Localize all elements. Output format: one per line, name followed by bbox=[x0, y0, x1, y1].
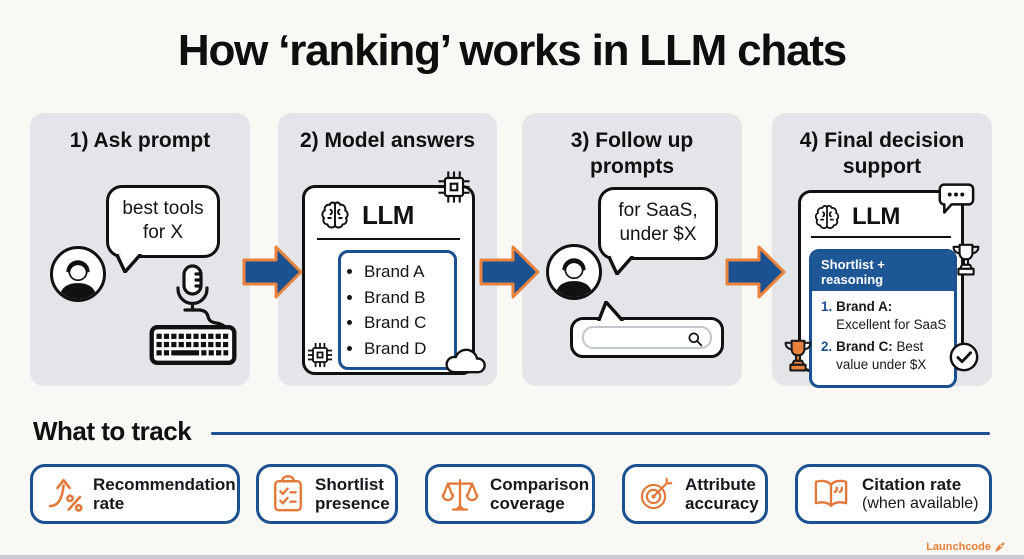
badge-label-line1: Shortlist bbox=[315, 474, 384, 494]
brand-desc: Best value under $X bbox=[836, 339, 927, 373]
panel-follow-up: 3) Follow up prompts for SaaS, under $X bbox=[522, 113, 742, 386]
brand-list: Brand A Brand B Brand C Brand D bbox=[343, 259, 450, 361]
llm-card-header: LLM bbox=[801, 193, 961, 236]
book-quote-icon bbox=[814, 479, 848, 507]
speech-bubble-tail bbox=[116, 254, 142, 273]
panel-1-heading: 1) Ask prompt bbox=[69, 129, 211, 152]
chip-icon bbox=[438, 171, 470, 203]
badge-label-line1: Comparison bbox=[490, 474, 590, 494]
shortlist-header: Shortlist + reasoning bbox=[812, 252, 954, 291]
flow-arrow-icon bbox=[479, 245, 540, 299]
shortlist-item: 1. Brand A: Excellent for SaaS bbox=[821, 298, 948, 333]
badge-label-line1: Recommendation bbox=[93, 474, 236, 494]
badge-label-line2: presence bbox=[315, 494, 390, 513]
panel-model-answers: 2) Model answers LLM Brand A Brand B Bra… bbox=[278, 113, 497, 386]
image-bottom-edge bbox=[0, 555, 1024, 559]
track-heading: What to track bbox=[33, 416, 192, 446]
chip-icon bbox=[307, 342, 333, 368]
llm-label: LLM bbox=[362, 199, 414, 230]
divider-line bbox=[211, 431, 990, 436]
rocket-icon bbox=[995, 542, 1005, 552]
brand-list-item: Brand A bbox=[364, 259, 450, 285]
search-input bbox=[582, 326, 712, 349]
keyboard-icon bbox=[149, 325, 237, 365]
badge-label: Attribute accuracy bbox=[685, 475, 759, 514]
brand-list-box: Brand A Brand B Brand C Brand D bbox=[338, 250, 457, 370]
badge-label: Citation rate (when available) bbox=[862, 475, 979, 513]
item-text: Brand A: Excellent for SaaS bbox=[836, 298, 948, 333]
person-avatar-icon bbox=[546, 244, 602, 300]
item-number: 2. bbox=[821, 339, 833, 355]
badge-citation-rate: Citation rate (when available) bbox=[795, 464, 992, 524]
speech-bubble: for SaaS, under $X bbox=[598, 187, 718, 260]
track-section-header: What to track bbox=[33, 416, 990, 447]
cloud-icon bbox=[445, 348, 486, 374]
brand-desc: Excellent for SaaS bbox=[836, 316, 947, 332]
brain-icon bbox=[814, 205, 840, 229]
shortlist-body: 1. Brand A: Excellent for SaaS 2. Brand … bbox=[812, 291, 954, 385]
badge-label: Recommendation rate bbox=[93, 475, 236, 514]
brand-watermark-text: Launchcode bbox=[926, 541, 991, 553]
badge-recommendation-rate: Recommendation rate bbox=[30, 464, 240, 524]
llm-label: LLM bbox=[852, 203, 900, 230]
badge-label: Shortlist presence bbox=[315, 475, 390, 514]
trend-up-rate-icon bbox=[48, 478, 83, 512]
badge-label-line2: coverage bbox=[490, 494, 565, 513]
item-text: Brand C: Best value under $X bbox=[836, 338, 948, 373]
brain-icon bbox=[321, 201, 349, 229]
brand-list-item: Brand B bbox=[364, 285, 450, 311]
speech-bubble-text: best tools for X bbox=[122, 198, 204, 244]
llm-card: LLM Shortlist + reasoning 1. Brand A: Ex… bbox=[798, 190, 964, 388]
llm-card: LLM Brand A Brand B Brand C Brand D bbox=[302, 185, 475, 375]
badge-attribute-accuracy: Attribute accuracy bbox=[622, 464, 768, 524]
shortlist-item: 2. Brand C: Best value under $X bbox=[821, 338, 948, 373]
badge-label-line1: Attribute bbox=[685, 474, 756, 494]
flow-arrow-icon bbox=[725, 245, 786, 299]
checklist-icon bbox=[274, 474, 302, 512]
divider bbox=[811, 236, 951, 238]
panel-3-heading: 3) Follow up prompts bbox=[570, 129, 694, 178]
scales-icon bbox=[441, 479, 479, 511]
badge-comparison-coverage: Comparison coverage bbox=[425, 464, 595, 524]
badge-label: Comparison coverage bbox=[490, 475, 589, 514]
trophy-icon bbox=[952, 243, 980, 276]
speech-bubble-text: for SaaS, under $X bbox=[618, 200, 698, 246]
brand-list-item: Brand D bbox=[364, 336, 450, 362]
person-avatar-icon bbox=[50, 246, 106, 302]
badge-label-line2: (when available) bbox=[862, 494, 979, 512]
search-icon bbox=[688, 332, 703, 346]
trophy-winner-icon bbox=[784, 339, 812, 372]
microphone-icon bbox=[176, 264, 228, 333]
search-bubble-tail bbox=[597, 301, 624, 321]
panel-final-decision: 4) Final decision support LLM Shortlist … bbox=[772, 113, 992, 388]
search-bar bbox=[570, 317, 724, 358]
speech-bubble-tail bbox=[608, 256, 634, 275]
badge-label-line1: Citation rate bbox=[862, 475, 962, 495]
panel-2-heading: 2) Model answers bbox=[299, 129, 476, 152]
panel-ask-prompt: 1) Ask prompt best tools for X bbox=[30, 113, 250, 386]
shortlist-box: Shortlist + reasoning 1. Brand A: Excell… bbox=[809, 249, 957, 388]
check-circle-icon bbox=[949, 342, 979, 372]
target-icon bbox=[640, 477, 673, 510]
brand-watermark: Launchcode bbox=[926, 541, 1006, 553]
speech-bubble: best tools for X bbox=[106, 185, 220, 258]
chat-dots-icon bbox=[938, 183, 975, 214]
page-title: How ‘ranking’ works in LLM chats bbox=[177, 26, 847, 75]
brand-list-item: Brand C bbox=[364, 310, 450, 336]
llm-card-header: LLM bbox=[305, 188, 472, 238]
badge-label-line2: accuracy bbox=[685, 494, 759, 513]
badge-label-line2: rate bbox=[93, 494, 125, 513]
panel-4-heading: 4) Final decision support bbox=[799, 129, 965, 178]
badge-shortlist-presence: Shortlist presence bbox=[256, 464, 398, 524]
item-number: 1. bbox=[821, 299, 833, 314]
brand-name: Brand A: bbox=[836, 299, 893, 314]
brand-name: Brand C: bbox=[836, 339, 893, 355]
flow-arrow-icon bbox=[242, 245, 303, 299]
divider bbox=[317, 238, 460, 240]
